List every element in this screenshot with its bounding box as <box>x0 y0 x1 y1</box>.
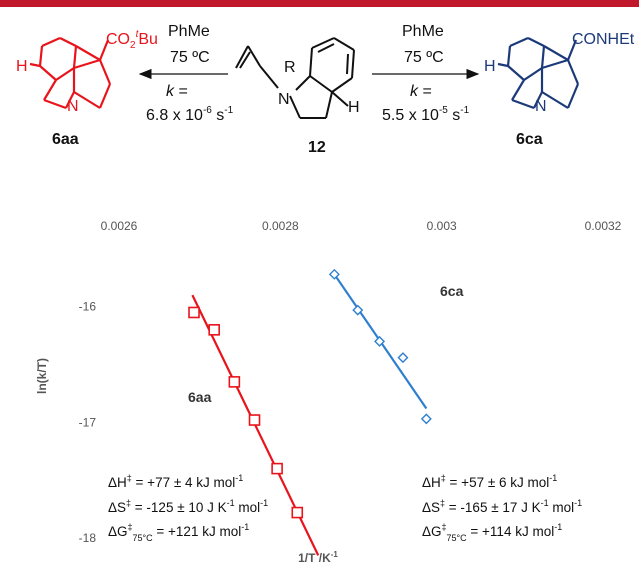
product-6ca-structure <box>497 36 580 110</box>
product-6aa-structure <box>29 36 112 110</box>
reactant-label: 12 <box>308 139 326 156</box>
x-tick-label: 0.0032 <box>585 219 622 233</box>
right-solvent: PhMe <box>402 23 444 40</box>
annotation-6aa-dS: ΔS‡ = -125 ± 10 J K-1 mol-1 <box>108 498 268 515</box>
product-6aa-substituent: CO2tBu <box>106 29 158 51</box>
series-label-6ca: 6ca <box>440 283 464 299</box>
data-point-6aa <box>208 324 220 336</box>
y-axis-label: ln(k/T) <box>35 358 49 394</box>
reactant-h-label: H <box>348 99 360 116</box>
y-axis-ticks: -16 -17 -18 <box>79 300 97 545</box>
x-axis-ticks: 0.0026 0.0028 0.003 0.0032 <box>101 219 622 233</box>
y-tick-label: -18 <box>79 531 97 545</box>
data-point-6ca <box>420 413 432 425</box>
annotation-6aa-dH: ΔH‡ = +77 ± 4 kJ mol-1 <box>108 473 243 490</box>
data-point-6aa <box>228 376 241 388</box>
left-solvent: PhMe <box>168 23 210 40</box>
product-6aa-n-label: N <box>67 98 79 115</box>
data-point-6aa <box>291 506 304 519</box>
product-6ca-h-label: H <box>484 58 496 75</box>
product-6ca-label: 6ca <box>516 131 543 148</box>
top-accent-bar <box>0 0 639 7</box>
product-6aa-h-label: H <box>16 58 28 75</box>
left-temperature: 75 ºC <box>170 49 210 66</box>
x-tick-label: 0.0026 <box>101 219 138 233</box>
left-k-label: k = <box>166 83 188 100</box>
annotation-6ca-dH: ΔH‡ = +57 ± 6 kJ mol-1 <box>422 473 557 490</box>
annotation-6aa-dG: ΔG‡75°C = +121 kJ mol-1 <box>108 522 249 543</box>
y-tick-label: -16 <box>79 300 97 314</box>
right-k-value: 5.5 x 10-5 s-1 <box>382 105 470 124</box>
data-point-6ca <box>397 352 409 364</box>
reactant-12-structure <box>235 37 355 119</box>
annotation-6ca-dS: ΔS‡ = -165 ± 17 J K-1 mol-1 <box>422 498 582 515</box>
data-point-6ca <box>352 304 364 316</box>
series-label-6aa: 6aa <box>188 389 212 405</box>
data-point-6aa <box>271 462 283 475</box>
eyring-plot: 0.0026 0.0028 0.003 0.0032 -16 -17 -18 1/T /K… <box>35 219 622 565</box>
x-tick-label: 0.0028 <box>262 219 299 233</box>
reactant-n-label: N <box>278 91 290 108</box>
product-6ca-substituent: CONHEt <box>572 31 635 48</box>
product-6aa-label: 6aa <box>52 131 79 148</box>
x-tick-label: 0.003 <box>427 219 457 233</box>
annotation-6ca-dG: ΔG‡75°C = +114 kJ mol-1 <box>422 522 562 543</box>
reaction-scheme: H N CO2tBu 6aa PhMe 75 ºC k = 6.8 x 10-6… <box>16 23 635 156</box>
data-point-6aa <box>248 414 261 426</box>
series-layer <box>188 268 432 556</box>
reactant-r-label: R <box>284 59 296 76</box>
product-6ca-n-label: N <box>535 98 547 115</box>
y-tick-label: -17 <box>79 415 97 429</box>
data-point-6ca <box>328 268 340 280</box>
right-k-label: k = <box>410 83 432 100</box>
data-point-6aa <box>188 306 200 319</box>
left-k-value: 6.8 x 10-6 s-1 <box>146 105 234 124</box>
x-axis-label: 1/T /K-1 <box>298 550 338 565</box>
right-temperature: 75 ºC <box>404 49 444 66</box>
data-point-6ca <box>374 335 386 347</box>
